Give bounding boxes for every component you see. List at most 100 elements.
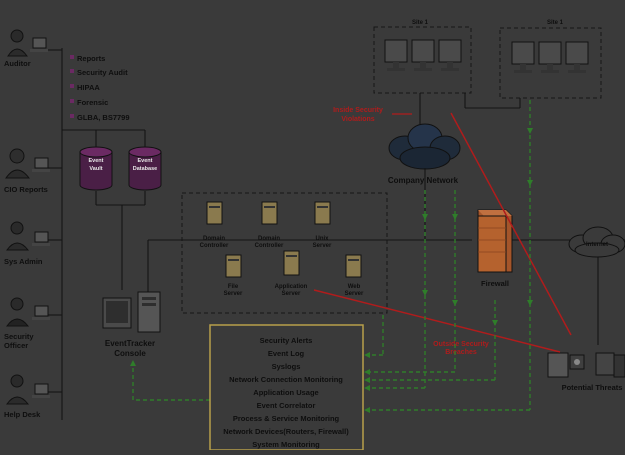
monitor-icon [34,383,49,395]
inside-attack-line [450,112,572,336]
cio-reports-label: CIO Reports [4,185,48,194]
help-desk-figure [6,374,50,405]
auditor-label: Auditor [4,59,31,68]
workstation-icon [438,39,462,71]
threat-computer-icon [595,352,615,376]
file-server: File Server [224,254,243,297]
site-b-box [499,27,602,99]
data-flow-arrows [130,100,533,413]
outside-breaches-label-1: Outside Security [433,341,489,348]
server-label: Server [282,291,301,297]
console-label-2: Console [114,349,146,358]
sysadmin-figure [6,221,50,251]
report-item: Security Audit [77,68,128,77]
server-icon [261,201,278,225]
monitor-icon [32,37,47,49]
console-tower-icon [137,291,161,333]
feature-item: Application Usage [253,388,318,397]
security-officer-label-1: Security [4,332,34,341]
feature-item: Event Log [268,349,305,358]
cio-figure [5,148,50,179]
db-label-1: Event [138,158,153,164]
monitor-icon [34,231,49,243]
site-b-label: Site 1 [547,20,564,26]
report-item: HIPAA [77,83,100,92]
workstation-icon [384,39,408,71]
server-label: Controller [200,243,229,249]
outside-attack-line [313,289,561,353]
domain-controller-1: Domain Controller [200,201,229,249]
server-icon [345,254,362,278]
server-label: Unix [315,236,329,242]
server-label: Web [348,284,361,290]
help-desk-label: Help Desk [4,410,41,419]
report-item: Reports [77,54,105,63]
server-icon [283,250,300,276]
feature-item: Syslogs [272,362,301,371]
application-server: Application Server [275,250,308,297]
server-label: Server [224,291,243,297]
firewall-label: Firewall [481,279,509,288]
company-network-label: Company Network [388,176,459,185]
feature-item: Process & Service Monitoring [233,414,340,423]
potential-threats-group [547,352,625,378]
event-database-cylinder: Event Database [128,146,162,191]
feature-item: Security Alerts [260,336,313,345]
db-label-2: Database [133,166,157,172]
site-a-label: Site 1 [412,20,429,26]
security-officer-figure [6,297,50,327]
security-officer-label-2: Officer [4,341,28,350]
monitor-icon [34,305,49,317]
monitor-icon [34,157,49,169]
role-column: Auditor CIO Reports Sys Admin Security O… [4,29,122,420]
feature-item: Network Connection Monitoring [229,375,343,384]
server-label: File [228,284,239,290]
workstation-icon [565,41,589,73]
feature-item: Event Correlator [257,401,316,410]
auditor-figure [7,29,48,57]
site-a-box [373,26,472,94]
server-label: Controller [255,243,284,249]
vault-label-2: Vault [89,166,102,172]
server-label: Server [345,291,364,297]
site-b-group: Site 1 [499,20,602,99]
server-label: Domain [258,236,280,242]
firewall-icon [477,209,513,273]
workstation-icon [511,41,535,73]
workstation-icon [538,41,562,73]
workstation-icon [411,39,435,71]
domain-controller-2: Domain Controller [255,201,284,249]
sys-admin-label: Sys Admin [4,257,43,266]
server-icon [206,201,223,225]
servers-box [181,192,388,314]
company-network-cloud [388,123,461,170]
internet-label: Internet [586,242,608,248]
report-item: Forensic [77,98,108,107]
feature-item: Network Devices(Routers, Firewall) [223,427,349,436]
server-label: Domain [203,236,225,242]
inside-violations-label-2: Violations [341,116,374,123]
feature-item: System Monitoring [252,440,320,449]
internet-cloud [568,226,625,258]
console-label-1: EventTracker [105,339,155,348]
web-server: Web Server [345,254,364,297]
report-item: GLBA, BS7799 [77,113,130,122]
server-label: Application [275,284,308,290]
reports-list: Reports Security Audit HIPAA Forensic GL… [70,54,130,122]
potential-threats-label: Potential Threats [562,383,623,392]
features-list: Security Alerts Event Log Syslogs Networ… [223,336,349,449]
eventtracker-console [102,291,161,333]
inside-violations-label-1: Inside Security [333,107,383,114]
server-label: Server [313,243,332,249]
site-a-group: Site 1 [373,20,472,94]
skull-icon [574,359,580,365]
unix-server: Unix Server [313,201,332,249]
event-vault-cylinder: Event Vault [79,146,113,191]
server-icon [225,254,242,278]
threat-computer-icon [547,352,569,378]
server-icon [314,201,331,225]
outside-breaches-label-2: Breaches [445,349,477,356]
vault-label-1: Event [89,158,104,164]
